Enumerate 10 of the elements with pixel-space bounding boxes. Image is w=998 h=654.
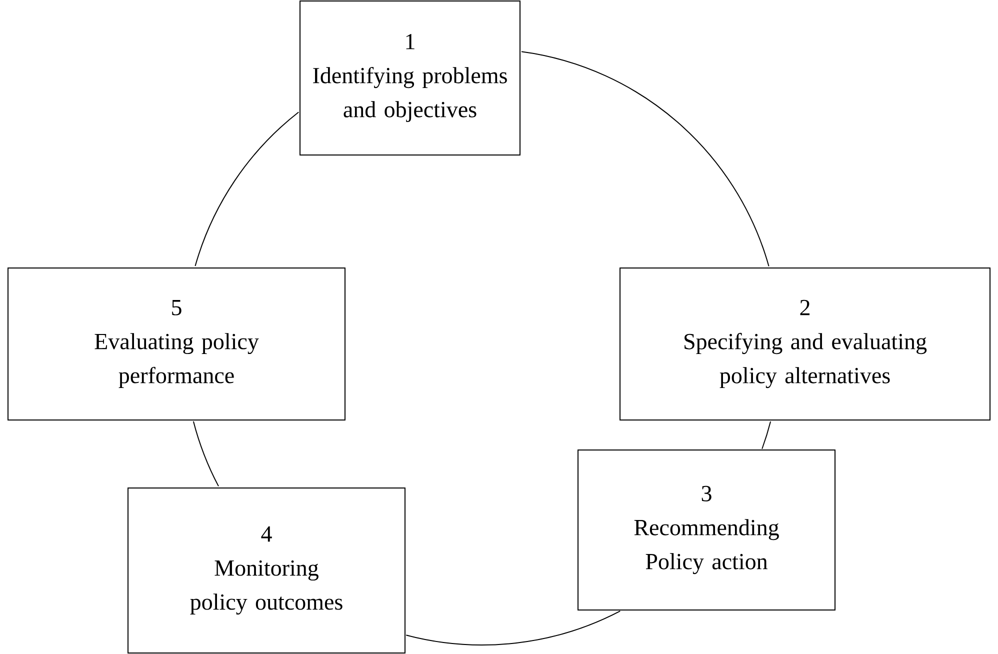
process-box: 4 Monitoring policy outcomes — [128, 488, 406, 654]
connector-arc — [521, 51, 770, 267]
connector-arc — [406, 610, 621, 646]
process-box: 3 Recommending Policy action — [578, 450, 836, 610]
process-box: 2 Specifying and evaluating policy alternatives — [620, 268, 990, 420]
connector-arc — [192, 420, 219, 487]
connector-arc — [194, 112, 300, 267]
process-box: 5 Evaluating policy performance — [8, 268, 346, 420]
process-box: 1 Identifying problems and objectives — [300, 0, 520, 156]
connector-arc — [762, 420, 772, 450]
